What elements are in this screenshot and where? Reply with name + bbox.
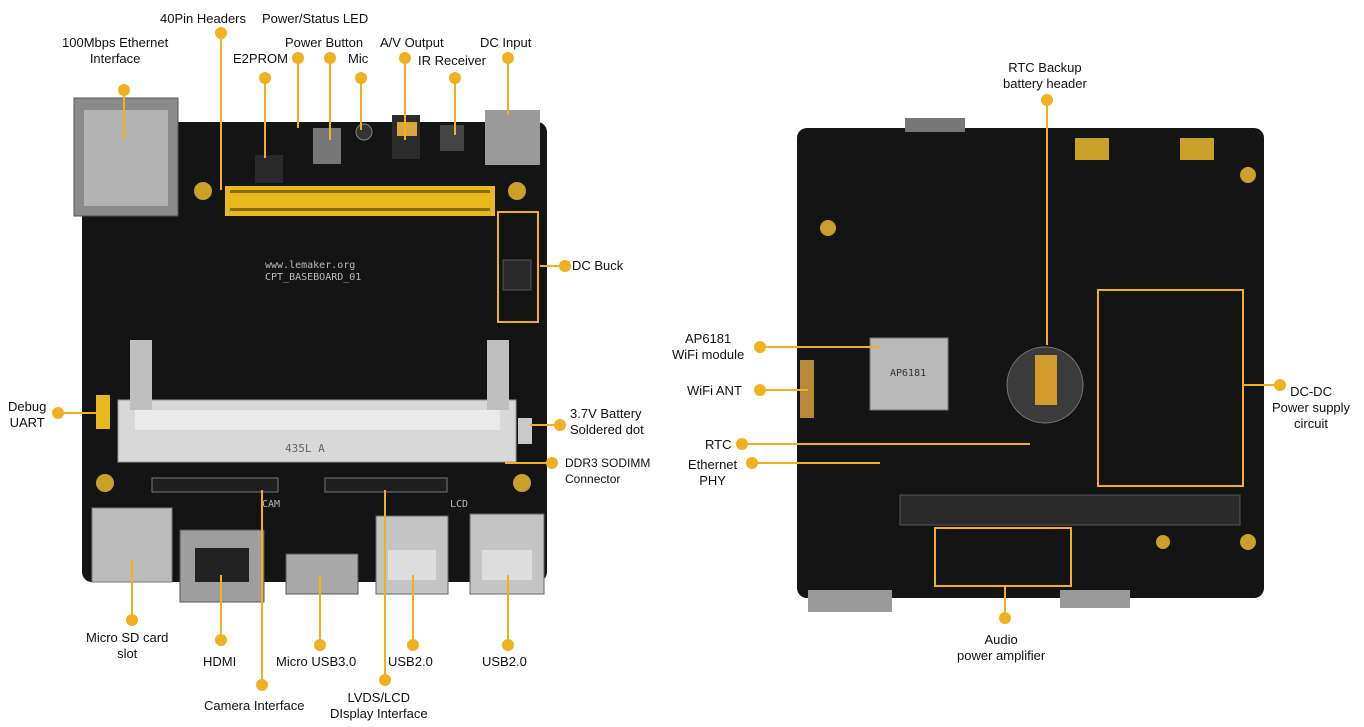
silk-sodimm: 435L A bbox=[285, 442, 325, 455]
label-av-output: A/V Output bbox=[380, 35, 444, 50]
ap6181-module bbox=[869, 337, 949, 411]
silk-url: www.lemaker.org bbox=[265, 260, 356, 271]
dc-jack bbox=[485, 110, 540, 165]
label-rtc: RTC bbox=[705, 437, 732, 452]
micro-usb3-port bbox=[285, 553, 359, 595]
silk-model: CPT_BASEBOARD_01 bbox=[265, 272, 362, 283]
silk-chip: AP6181 bbox=[890, 368, 927, 379]
silk-cam: CAM bbox=[262, 499, 281, 510]
label-wifi-ant: WiFi ANT bbox=[687, 383, 742, 398]
label-40pin-headers: 40Pin Headers bbox=[160, 11, 246, 26]
label-hdmi: HDMI bbox=[203, 654, 237, 669]
label-power-button: Power Button bbox=[285, 35, 364, 50]
label-mic: Mic bbox=[348, 51, 369, 66]
label-dc-buck: DC Buck bbox=[572, 258, 624, 273]
label-power-status-led: Power/Status LED bbox=[262, 11, 369, 26]
front-callouts bbox=[52, 27, 571, 691]
label-e2prom: E2PROM bbox=[233, 51, 288, 66]
label-usb2-b: USB2.0 bbox=[482, 654, 527, 669]
back-board bbox=[797, 118, 1264, 612]
label-usb2-a: USB2.0 bbox=[388, 654, 433, 669]
label-micro-usb3: Micro USB3.0 bbox=[276, 654, 357, 669]
label-ir-receiver: IR Receiver bbox=[418, 53, 486, 68]
label-camera-interface: Camera Interface bbox=[204, 698, 305, 713]
silk-lcd: LCD bbox=[450, 499, 469, 510]
label-dc-input: DC Input bbox=[480, 35, 532, 50]
back-callouts bbox=[736, 94, 1286, 624]
front-board bbox=[73, 97, 547, 603]
